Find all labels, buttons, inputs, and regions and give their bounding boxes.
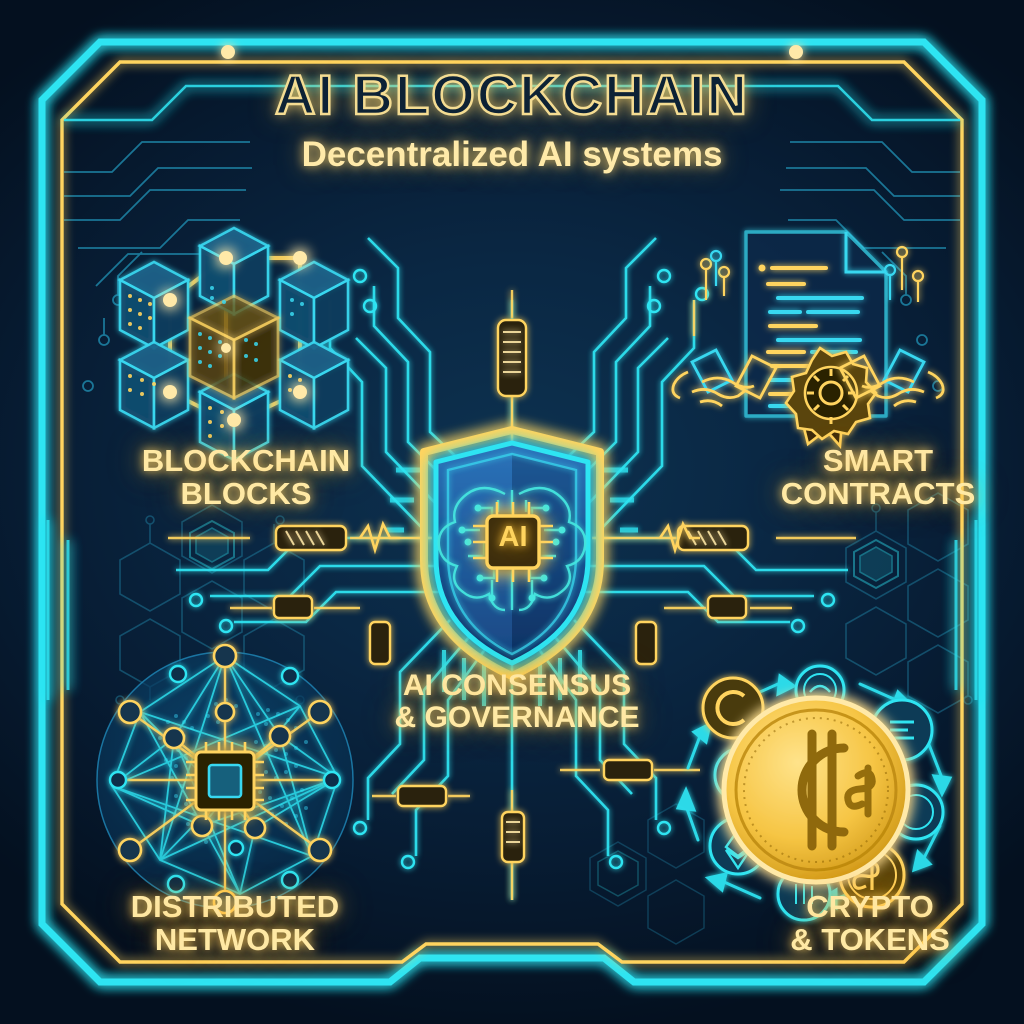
label-line-1: CRYPTO xyxy=(806,889,934,924)
frame-side-accents xyxy=(46,520,978,700)
smart-contracts-illustration xyxy=(671,230,945,450)
label-line-1: SMART xyxy=(822,443,934,478)
handshake-icon-right xyxy=(838,348,945,408)
handshake-icon-left xyxy=(671,348,778,408)
circuit-components xyxy=(272,318,750,864)
label-line-2: BLOCKS xyxy=(180,476,312,512)
cpu-chip-icon xyxy=(186,742,264,820)
corner-traces-top-left xyxy=(64,141,252,392)
ai-chip-badge xyxy=(473,502,553,582)
shield-circuit-traces xyxy=(176,237,848,900)
label-line-1: BLOCKCHAIN xyxy=(141,443,351,478)
label-line-2: NETWORK xyxy=(154,922,316,958)
label-line-2: & TOKENS xyxy=(790,922,950,958)
gold-circuit-traces xyxy=(168,290,856,900)
network-node-cyan xyxy=(108,664,342,894)
hexagon-pattern-bottom xyxy=(589,803,705,945)
label-ai-consensus-governance: AI CONSENSUS & GOVERNANCE xyxy=(352,669,682,735)
page-subtitle: Decentralized AI systems xyxy=(301,135,723,174)
label-distributed-network: DISTRIBUTED NETWORK xyxy=(80,890,390,957)
award-seal-gear-icon xyxy=(784,346,878,450)
component-hatching xyxy=(285,331,727,843)
page-title: AI BLOCKCHAIN xyxy=(274,62,749,128)
label-line-2: & GOVERNANCE xyxy=(394,701,640,735)
frame-top-accent xyxy=(64,84,960,122)
blockchain-blocks-illustration xyxy=(117,226,351,463)
main-coin xyxy=(721,695,911,885)
frame-connector-dots xyxy=(221,45,803,59)
label-line-1: DISTRIBUTED xyxy=(130,889,340,924)
circuit-node-dots xyxy=(188,268,836,870)
label-crypto-tokens: CRYPTO & TOKENS xyxy=(720,890,1020,957)
cube-center-gold xyxy=(186,294,282,401)
shield-icon xyxy=(420,426,604,680)
ai-core-badge-label: AI xyxy=(498,521,528,553)
crypto-tokens-illustration xyxy=(675,664,953,922)
ai-core-badge-text: AI xyxy=(487,521,539,554)
label-smart-contracts: SMART CONTRACTS xyxy=(728,444,1024,511)
label-blockchain-blocks: BLOCKCHAIN BLOCKS xyxy=(96,444,396,511)
label-line-2: CONTRACTS xyxy=(780,476,976,512)
frame-outer-cyan xyxy=(38,38,986,986)
distributed-network-illustration xyxy=(96,643,354,915)
corner-traces-top-right xyxy=(780,141,960,392)
side-tick-marks xyxy=(386,467,638,533)
hexagon-pattern-right xyxy=(845,492,973,714)
pulse-waveform xyxy=(358,520,700,555)
label-line-1: AI CONSENSUS xyxy=(402,669,632,702)
network-node xyxy=(117,643,333,915)
frame-inner-gold xyxy=(60,60,964,964)
shield-tick-marks xyxy=(442,650,582,706)
